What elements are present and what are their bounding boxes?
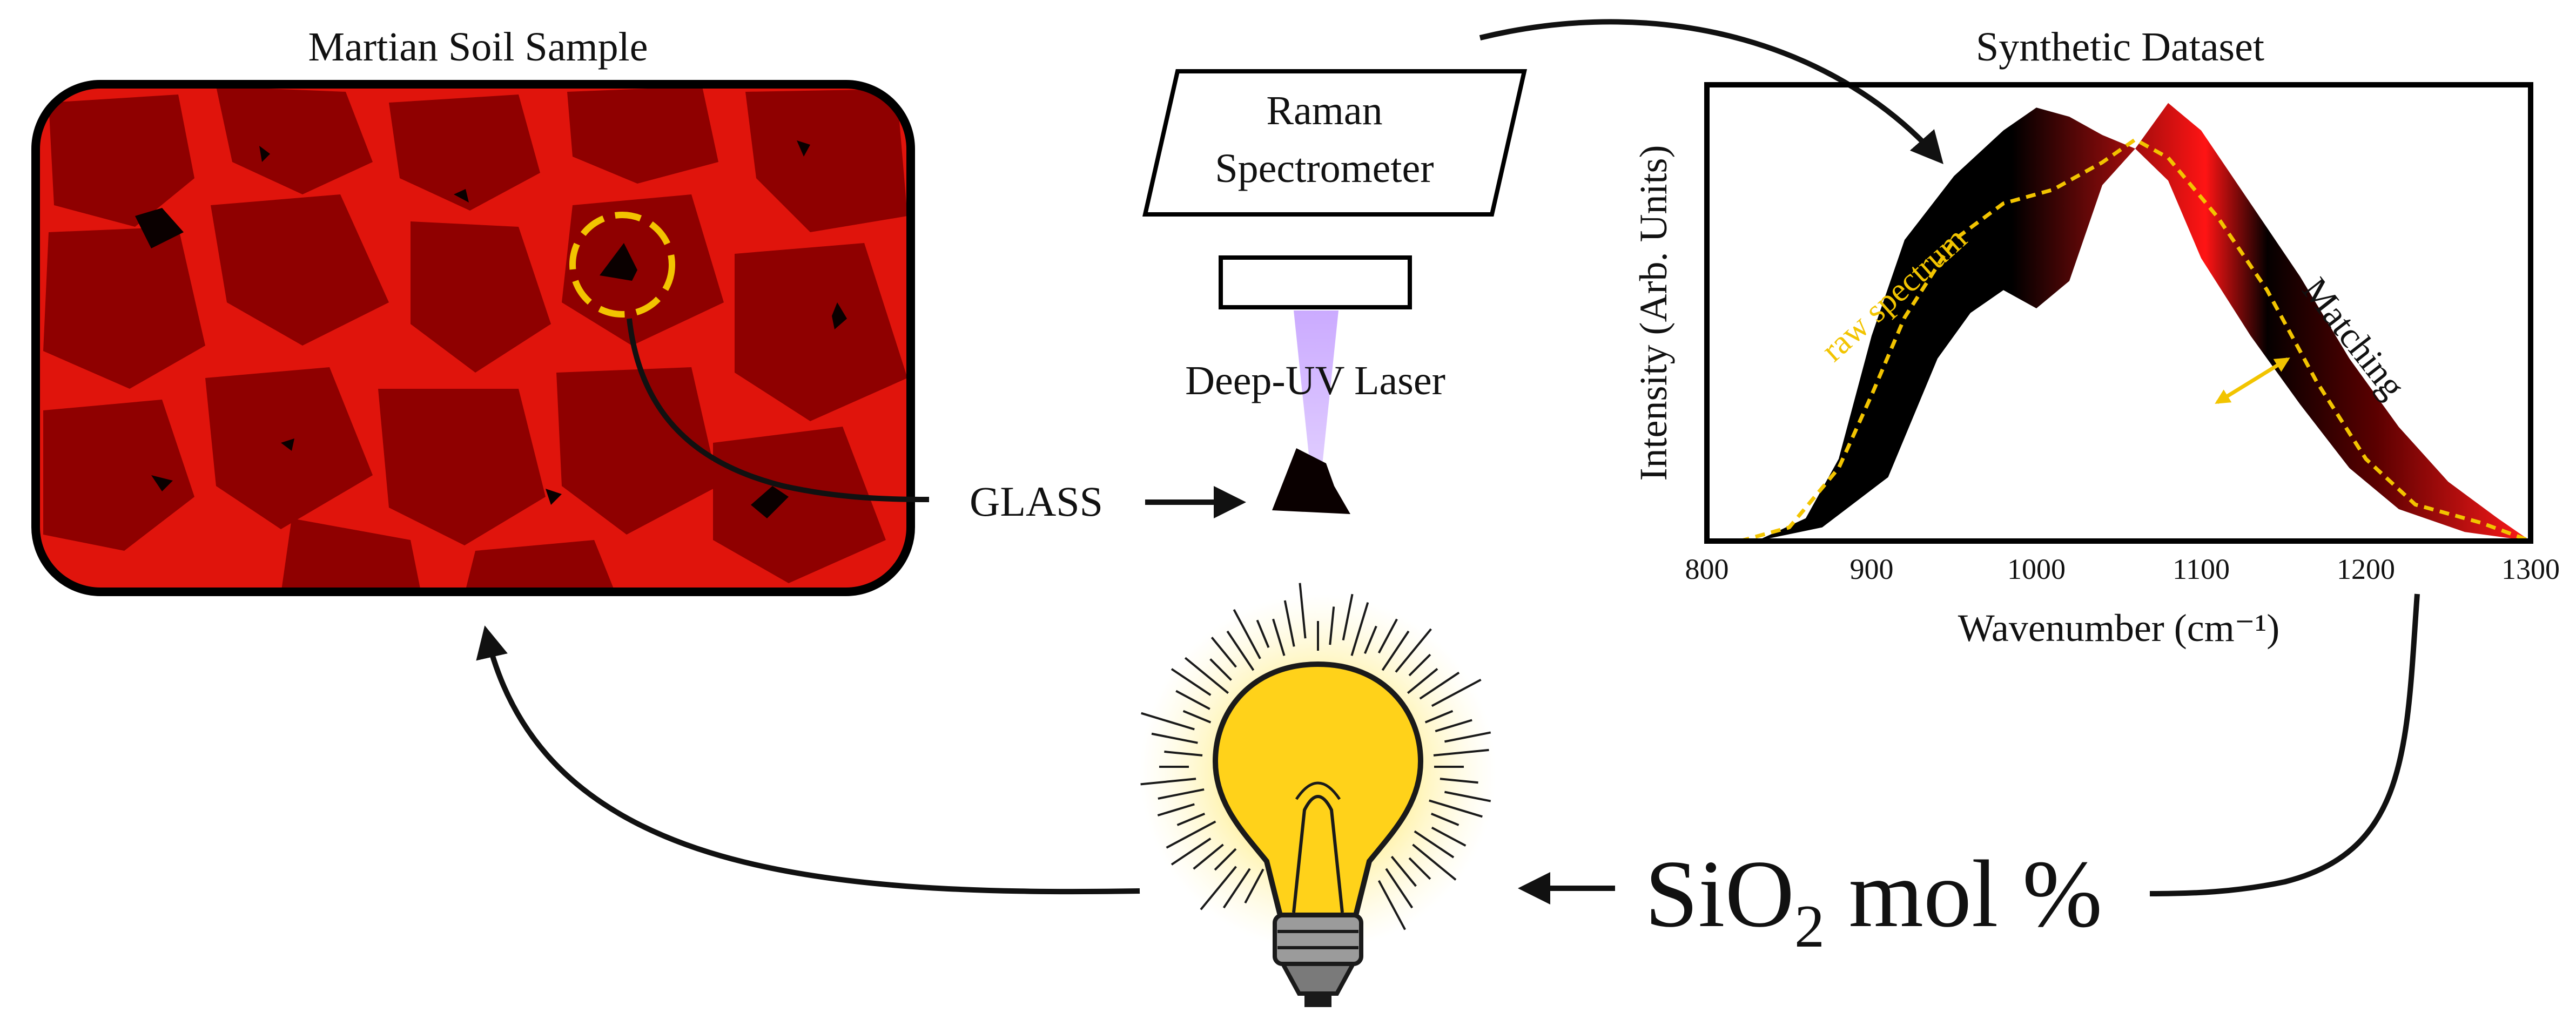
x-axis-label: Wavenumber (cm⁻¹): [1958, 606, 2280, 650]
bulb-ray: [1171, 838, 1212, 866]
bulb-ray: [1157, 803, 1195, 816]
bulb-ray: [1440, 778, 1478, 784]
matching-arrow: [2215, 357, 2290, 404]
bulb-ray: [1430, 813, 1459, 826]
bulb-ray: [1283, 600, 1295, 647]
raw-spectrum-line: [1739, 137, 2531, 541]
bulb-ray: [1176, 813, 1206, 826]
bulb-ray: [1256, 619, 1270, 648]
soil-frame: [31, 80, 915, 596]
bulb-ray: [1419, 671, 1460, 700]
x-tick-label: 900: [1850, 553, 1894, 585]
raman-spectrometer: Raman Spectrometer: [1142, 69, 1528, 217]
bulb-ray: [1444, 731, 1491, 743]
bulb-ray: [1414, 830, 1455, 859]
spectrometer-to-dataset-arrow: [1479, 19, 1943, 165]
bulb-ray: [1210, 637, 1237, 668]
chart-frame: [1704, 82, 2533, 544]
chart-plot-area: [1739, 103, 2531, 541]
bulb-ray: [1412, 843, 1457, 881]
bulb-ray: [1377, 880, 1406, 930]
y-axis-label: Intensity (Arb. Units): [1632, 145, 1675, 481]
bulb-ray: [1164, 750, 1203, 757]
bulb-ray: [1140, 778, 1196, 786]
soil-glass-shards: [135, 140, 847, 518]
x-tick-label: 1200: [2337, 553, 2395, 585]
bulb-ray: [1209, 658, 1232, 681]
bulb-ray: [1272, 618, 1286, 656]
sio2-prefix: SiO: [1645, 840, 1794, 947]
x-tick-label: 1100: [2173, 553, 2230, 585]
sio2-suffix: mol %: [1825, 840, 2102, 947]
bulb-ray: [1222, 868, 1251, 909]
bulb-ray: [1151, 732, 1198, 744]
bulb-ray: [1141, 712, 1195, 731]
bulb-ray: [1390, 855, 1417, 887]
sio2-subscript: 2: [1794, 893, 1825, 960]
bulb-to-soil-arrow: [476, 625, 1140, 895]
sio2-result-label: SiO2 mol %: [1645, 840, 2102, 960]
bulb-ray: [1395, 628, 1432, 673]
glass-label: GLASS: [970, 478, 1103, 525]
lightbulb-icon: [1140, 583, 1496, 1007]
bulb-ray: [1182, 710, 1212, 724]
bulb-ray: [1407, 668, 1438, 694]
bulb-ray: [1424, 710, 1454, 724]
dataset-title: Synthetic Dataset: [1976, 24, 2264, 70]
glass-shard-icon: [1272, 448, 1350, 514]
bulb-ray: [1200, 866, 1237, 910]
bulb-ray: [1233, 609, 1261, 659]
bulb-ray: [1175, 690, 1210, 710]
bulb-ray: [1433, 748, 1489, 757]
x-tick-label: 1000: [2007, 553, 2066, 585]
laser-aperture: [1219, 255, 1412, 309]
bulb-ray: [1166, 820, 1216, 849]
dataset-to-result-line: [2149, 593, 2420, 896]
highlighted-glass-fragment: [569, 212, 675, 318]
spectrum-envelope-band: [1756, 103, 2531, 541]
laser-beam: [1294, 310, 1339, 475]
bulb-ray: [1431, 679, 1482, 707]
bulb-ray: [1435, 719, 1472, 733]
bulb-ray: [1299, 583, 1307, 639]
bulb-ray: [1408, 653, 1431, 677]
soil-title: Martian Soil Sample: [308, 24, 648, 70]
bulb-ray: [1350, 602, 1369, 656]
soil-sample-panel: [31, 80, 915, 596]
bulb-ray: [1184, 657, 1229, 694]
bulb-ray: [1444, 791, 1491, 802]
bulb-ray: [1408, 857, 1431, 880]
bulb-ray: [1377, 618, 1398, 654]
fragment-to-glass-line: [627, 318, 930, 502]
bulb-ray: [1429, 799, 1483, 818]
bulb-ray: [1364, 625, 1377, 654]
bulb-ray: [1171, 668, 1212, 696]
spectrometer-label-line2: Spectrometer: [1215, 146, 1434, 191]
bulb-ray: [1158, 788, 1205, 800]
bulb-ray: [1431, 826, 1467, 847]
bulb-ray: [1214, 848, 1237, 871]
bulb-ray: [1193, 843, 1224, 870]
bulb-ray: [1385, 868, 1414, 909]
spectrometer-label-line1: Raman: [1266, 88, 1382, 133]
bulb-ray: [1381, 630, 1410, 671]
bulb-ray: [1226, 630, 1255, 671]
x-tick-label: 800: [1685, 553, 1729, 585]
laser-label: Deep-UV Laser: [1185, 358, 1445, 403]
x-tick-label: 1300: [2501, 553, 2560, 585]
bulb-ray: [1329, 606, 1335, 645]
bulb-ray: [1244, 868, 1265, 904]
bulb-ray: [1342, 593, 1354, 640]
highlight-circle: [569, 212, 675, 318]
